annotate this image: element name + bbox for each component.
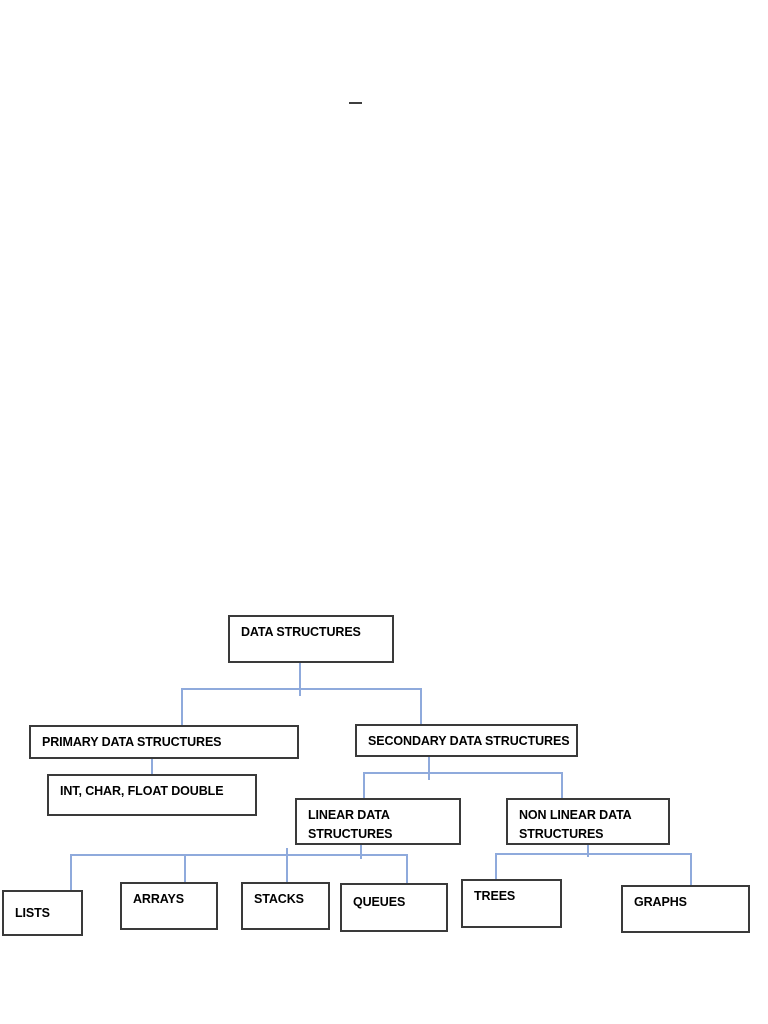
connector-nonlinear-stem <box>587 841 589 857</box>
node-label-secondary-data-structures: SECONDARY DATA STRUCTURES <box>368 734 570 748</box>
node-label-queues: QUEUES <box>353 895 406 909</box>
connector-linear-stem <box>360 841 362 859</box>
connector-drop-to-linear <box>363 772 365 804</box>
node-label-int-char-float-double: INT, CHAR, FLOAT DOUBLE <box>60 784 224 798</box>
node-linear-data-structures[interactable]: LINEAR DATA STRUCTURES <box>295 798 461 845</box>
connector-drop-to-lists <box>70 854 72 894</box>
node-label-stacks: STACKS <box>254 892 304 906</box>
connector-drop-to-graphs <box>690 853 692 891</box>
node-label-primary-data-structures: PRIMARY DATA STRUCTURES <box>42 735 222 749</box>
node-label-graphs: GRAPHS <box>634 895 687 909</box>
connector-root-stem <box>299 648 301 696</box>
node-queues[interactable]: QUEUES <box>340 883 448 932</box>
node-data-structures[interactable]: DATA STRUCTURES <box>228 615 394 663</box>
connector-root-bus <box>181 688 421 690</box>
connector-drop-to-trees <box>495 853 497 885</box>
node-secondary-data-structures[interactable]: SECONDARY DATA STRUCTURES <box>355 724 578 757</box>
node-non-linear-data-structures[interactable]: NON LINEAR DATA STRUCTURES <box>506 798 670 845</box>
stray-dash-mark <box>349 102 362 104</box>
node-label-non-linear-data-structures: NON LINEAR DATA STRUCTURES <box>519 808 632 841</box>
node-graphs[interactable]: GRAPHS <box>621 885 750 933</box>
node-primary-data-structures[interactable]: PRIMARY DATA STRUCTURES <box>29 725 299 759</box>
node-label-lists: LISTS <box>15 906 50 920</box>
connector-drop-to-arrays <box>184 854 186 890</box>
node-label-trees: TREES <box>474 889 516 903</box>
node-int-char-float-double[interactable]: INT, CHAR, FLOAT DOUBLE <box>47 774 257 816</box>
connector-nonlinear-bus <box>495 853 692 855</box>
node-label-linear-data-structures: LINEAR DATA STRUCTURES <box>308 808 393 841</box>
connector-drop-to-nonlinear <box>561 772 563 804</box>
connector-secondary-stem <box>428 748 430 780</box>
connector-linear-bus <box>70 854 408 856</box>
connector-drop-to-primary <box>181 688 183 728</box>
connector-drop-to-secondary <box>420 688 422 734</box>
node-stacks[interactable]: STACKS <box>241 882 330 930</box>
node-trees[interactable]: TREES <box>461 879 562 928</box>
connector-primary-stem <box>151 752 153 780</box>
connector-secondary-bus <box>363 772 563 774</box>
node-arrays[interactable]: ARRAYS <box>120 882 218 930</box>
connector-drop-to-stacks <box>286 848 288 890</box>
connector-drop-to-queues <box>406 854 408 890</box>
node-lists[interactable]: LISTS <box>2 890 83 936</box>
node-label-data-structures: DATA STRUCTURES <box>241 625 361 639</box>
node-label-arrays: ARRAYS <box>133 892 185 906</box>
